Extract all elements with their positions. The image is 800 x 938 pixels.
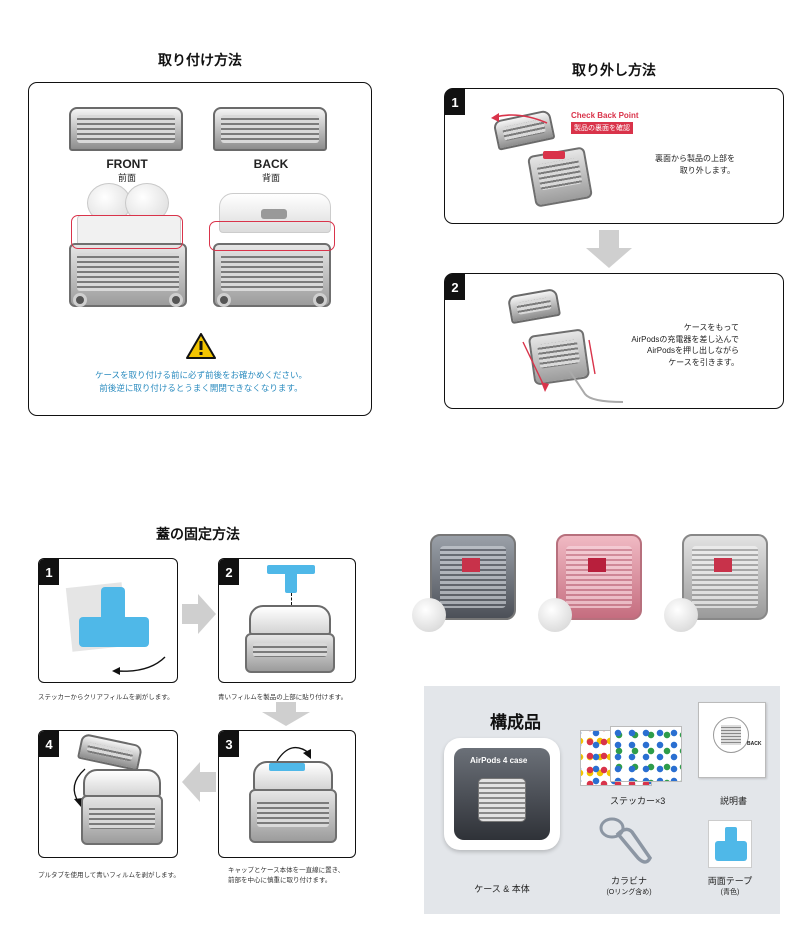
check-point-sublabel: 製品の裏面を確認	[571, 122, 633, 134]
lid-step-3-case-image	[249, 789, 337, 843]
remove-step-1-text-2: 取り外します。	[679, 166, 735, 175]
rotate-arrow-icon	[276, 746, 311, 762]
sticker-sheets-image	[580, 722, 700, 786]
remove-step-2-number: 2	[445, 274, 465, 300]
lid-fix-title: 蓋の固定方法	[156, 526, 240, 542]
remove-title: 取り外し方法	[572, 62, 656, 78]
right-arrow-icon	[182, 594, 216, 634]
remove-step-2-text-4: ケースを引きます。	[668, 357, 739, 367]
warning-icon	[186, 333, 216, 359]
swing-arrow-icon	[73, 768, 86, 807]
step-2-lid-image	[506, 287, 562, 325]
lid-step-2-panel: 2	[218, 558, 356, 683]
lid-step-4-lid-image	[76, 732, 144, 772]
warning-line-1: ケースを取り付ける前に必ず前後をお確かめください。	[94, 370, 308, 380]
blue-tape-t-image	[267, 565, 315, 593]
manual-image: BACK	[698, 702, 766, 778]
product-photo-pink	[536, 528, 656, 638]
contents-title: 構成品	[490, 713, 541, 732]
lid-step-2-case-image	[245, 633, 335, 673]
tape-sublabel: (青色)	[720, 889, 740, 896]
lid-step-3-caption-1: キャップとケース本体を一直線に置き、	[228, 867, 345, 874]
front-sublabel: 前面	[117, 173, 136, 183]
lid-step-1-number: 1	[39, 559, 59, 585]
back-lid-image	[213, 107, 327, 151]
charger-cable-icon	[568, 369, 624, 403]
contents-panel: 構成品 AirPods 4 case ケース & 本体 ステッカー×3 BACK…	[424, 686, 780, 914]
back-label: BACK	[253, 157, 289, 171]
lid-step-1-panel: 1	[38, 558, 178, 683]
pull-arrow-icon	[522, 339, 596, 392]
tape-label: 両面テープ	[707, 876, 753, 886]
remove-step-1-text-1: 裏面から製品の上部を	[655, 154, 735, 163]
remove-step-2-panel: 2 ケースをもって AirPodsの充電器を差し込んで AirPodsを押し出し…	[444, 273, 784, 409]
lid-step-4-number: 4	[39, 731, 59, 757]
blue-tape-image	[79, 587, 149, 647]
remove-step-2-text-2: AirPodsの充電器を差し込んで	[631, 334, 739, 344]
packaged-case-image: AirPods 4 case	[444, 738, 560, 850]
warning-line-2: 前後逆に取り付けるとうまく開閉できなくなります。	[99, 383, 303, 393]
remove-step-1-panel: 1 Check Back Point 製品の裏面を確認 裏面から製品の上部を 取…	[444, 88, 784, 224]
lid-step-3-number: 3	[219, 731, 239, 757]
remove-arrow-icon	[491, 113, 548, 124]
attach-panel: FRONT 前面 BACK 背面 ケースを取り付ける前に必ず前後をお確かめくださ…	[28, 82, 372, 416]
carabiner-sublabel: (Oリング含め)	[606, 889, 652, 896]
lid-step-1-caption: ステッカーからクリアフィルムを剥がします。	[38, 694, 174, 701]
check-point-label: Check Back Point	[571, 111, 639, 120]
peel-arrow-icon	[112, 656, 166, 675]
double-tape-image	[708, 820, 752, 868]
lid-step-2-number: 2	[219, 559, 239, 585]
carabiner-icon	[599, 817, 653, 864]
product-photo-clear	[410, 528, 530, 638]
sticker-label: ステッカー×3	[610, 796, 666, 806]
packaged-case-text: AirPods 4 case	[470, 756, 528, 765]
down-arrow-icon	[586, 230, 632, 268]
manual-back-tag: BACK	[747, 741, 762, 747]
carabiner-label: カラビナ	[610, 876, 647, 886]
lid-step-4-case-image	[81, 795, 163, 845]
attach-title: 取り付け方法	[158, 52, 242, 68]
front-lid-image	[69, 107, 183, 151]
lid-step-3-panel: 3	[218, 730, 356, 858]
case-label: ケース & 本体	[474, 884, 530, 894]
lid-step-2-caption: 青いフィルムを製品の上部に貼り付けます。	[218, 694, 348, 701]
remove-step-2-text-1: ケースをもって	[683, 323, 739, 332]
lid-step-4-caption: プルタブを使用して青いフィルムを剥がします。	[38, 872, 180, 879]
remove-step-1-number: 1	[445, 89, 465, 115]
front-label: FRONT	[106, 157, 148, 171]
manual-label: 説明書	[720, 796, 748, 806]
lid-step-4-panel: 4	[38, 730, 178, 858]
lid-step-3-caption-2: 前部を中心に慎重に取り付けます。	[228, 877, 332, 884]
lid-step-2-lid-image	[249, 605, 331, 635]
product-photo-silver	[662, 528, 782, 638]
back-sublabel: 背面	[261, 173, 280, 183]
down-arrow-icon-2	[262, 702, 310, 726]
left-arrow-icon	[182, 762, 216, 802]
remove-step-2-text-3: AirPodsを押し出しながら	[646, 346, 739, 355]
